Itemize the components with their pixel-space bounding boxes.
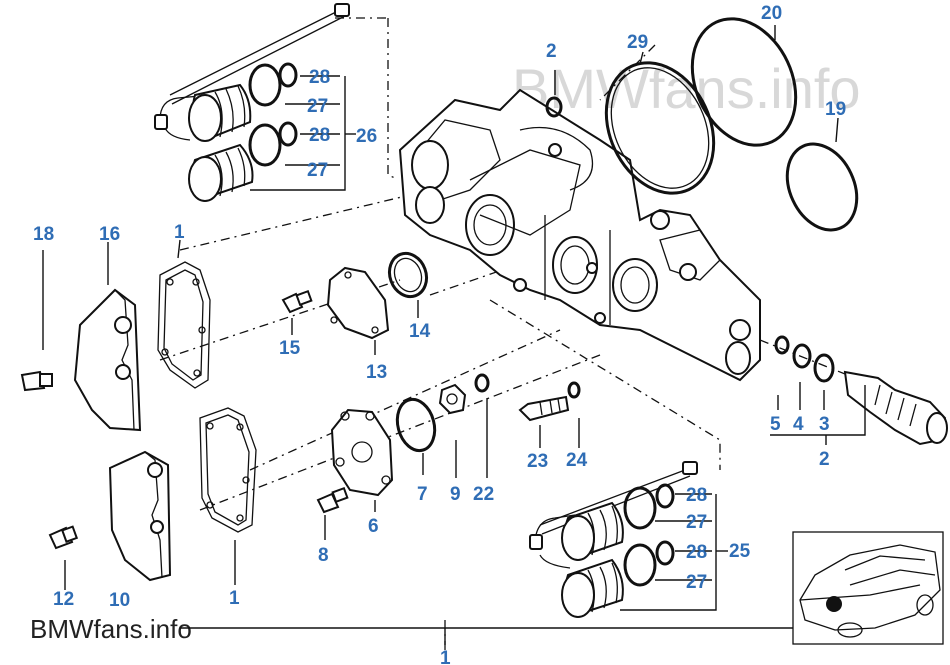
callout-27-c: 27 [686,512,707,533]
callout-5: 5 [770,414,781,435]
washer-22 [474,373,490,478]
callout-22: 22 [473,484,494,505]
callout-1-main: 1 [440,648,451,665]
callout-12: 12 [53,589,74,610]
callout-10: 10 [109,590,130,611]
callout-1-top: 1 [174,222,185,243]
callout-28-d: 28 [686,542,707,563]
callout-27-b: 27 [307,160,328,181]
callout-8: 8 [318,545,329,566]
washer-24 [567,381,581,448]
callout-16: 16 [99,224,120,245]
callout-27-d: 27 [686,572,707,593]
callout-18: 18 [33,224,54,245]
callout-4: 4 [793,414,804,435]
callout-28-c: 28 [686,485,707,506]
car-location-thumbnail-icon [792,531,944,645]
callout-14: 14 [409,321,431,342]
bracket-1 [180,627,800,645]
watermark-bottom: BMWfans.info [30,614,192,644]
callout-27-a: 27 [307,96,328,117]
cover-6 [330,408,394,512]
callout-26: 26 [356,126,377,147]
callout-20: 20 [761,3,782,24]
callout-labels: 1 1 1 2 2 3 4 5 6 7 8 9 10 12 13 14 15 1… [33,3,846,665]
callout-2-right: 2 [819,449,830,470]
callout-3: 3 [819,414,830,435]
o-ring-14 [387,251,429,318]
nut-9 [438,383,467,478]
gasket-1-top [157,239,211,389]
o-ring-7 [395,397,437,475]
callout-13: 13 [366,362,387,383]
watermark-top: BMWfans.info [512,57,861,120]
callout-28-a: 28 [309,67,330,88]
callout-15: 15 [279,338,301,359]
o-rings-top [545,17,859,232]
bolt-18 [20,250,53,392]
front-pad-10 [108,450,172,582]
callout-2-top: 2 [546,41,557,62]
cover-13 [326,266,390,355]
bolt-12 [48,525,79,590]
bolt-8 [316,486,349,540]
callout-9: 9 [450,484,461,505]
callout-7: 7 [417,484,428,505]
callout-25: 25 [729,541,751,562]
top-piston-assembly [154,3,356,202]
caliper-housing [398,88,761,382]
assembly-lines [159,17,861,650]
callout-1-bottom: 1 [229,588,240,609]
callout-28-b: 28 [309,125,330,146]
callout-19: 19 [825,99,846,120]
bleeder-valve [770,335,948,446]
bolt-15 [281,289,313,335]
callout-6: 6 [368,516,379,537]
rear-pad-16 [73,242,142,432]
gasket-1-bottom [199,407,257,585]
callout-29: 29 [627,32,648,53]
callout-23: 23 [527,451,548,472]
bolt-23 [518,395,570,448]
bottom-piston-assembly [529,461,728,618]
callout-24: 24 [566,450,588,471]
